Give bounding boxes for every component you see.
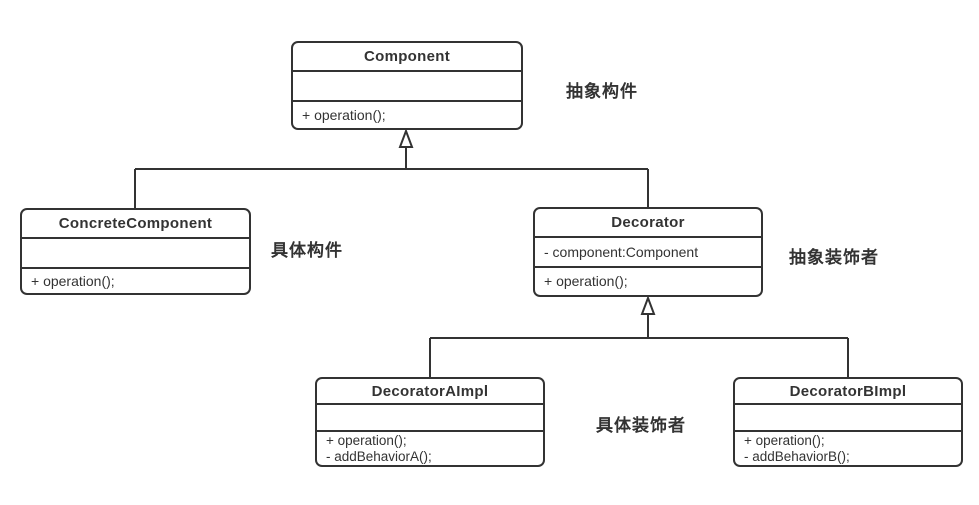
class-box-concrete-component: ConcreteComponent + operation();: [20, 208, 251, 295]
annotation-abstract-component: 抽象构件: [566, 82, 638, 101]
class-methods: + operation(); - addBehaviorB();: [735, 432, 961, 465]
class-name: ConcreteComponent: [22, 210, 249, 239]
class-name: Component: [293, 43, 521, 72]
class-attributes: [22, 239, 249, 269]
method-line: + operation();: [744, 433, 825, 448]
method-line: - addBehaviorA();: [326, 448, 432, 464]
inheritance-arrowhead-decorator: [640, 295, 656, 315]
annotation-concrete-component: 具体构件: [271, 241, 343, 260]
class-methods: + operation();: [293, 102, 521, 128]
inheritance-line-to-decorator: [429, 314, 849, 377]
class-box-decorator-b-impl: DecoratorBImpl + operation(); - addBehav…: [733, 377, 963, 467]
class-name: DecoratorBImpl: [735, 379, 961, 406]
method-line: + operation();: [544, 273, 628, 289]
class-attributes: [317, 405, 543, 432]
class-name: Decorator: [535, 209, 761, 238]
inheritance-arrowhead-component: [398, 128, 414, 148]
class-box-decorator-a-impl: DecoratorAImpl + operation(); - addBehav…: [315, 377, 545, 467]
class-methods: + operation(); - addBehaviorA();: [317, 432, 543, 465]
method-line: + operation();: [326, 433, 407, 448]
class-attributes: - component:Component: [535, 238, 761, 268]
annotation-abstract-decorator: 抽象装饰者: [789, 248, 879, 267]
inheritance-line-to-component: [134, 147, 649, 208]
method-line: - addBehaviorB();: [744, 448, 850, 464]
class-methods: + operation();: [22, 269, 249, 293]
method-line: + operation();: [31, 272, 115, 289]
class-name: DecoratorAImpl: [317, 379, 543, 406]
class-box-component: Component + operation();: [291, 41, 523, 130]
class-attributes: [293, 72, 521, 102]
method-line: + operation();: [302, 106, 386, 123]
class-attributes: [735, 405, 961, 432]
annotation-concrete-decorator: 具体装饰者: [596, 416, 686, 435]
class-box-decorator: Decorator - component:Component + operat…: [533, 207, 763, 297]
class-methods: + operation();: [535, 268, 761, 295]
